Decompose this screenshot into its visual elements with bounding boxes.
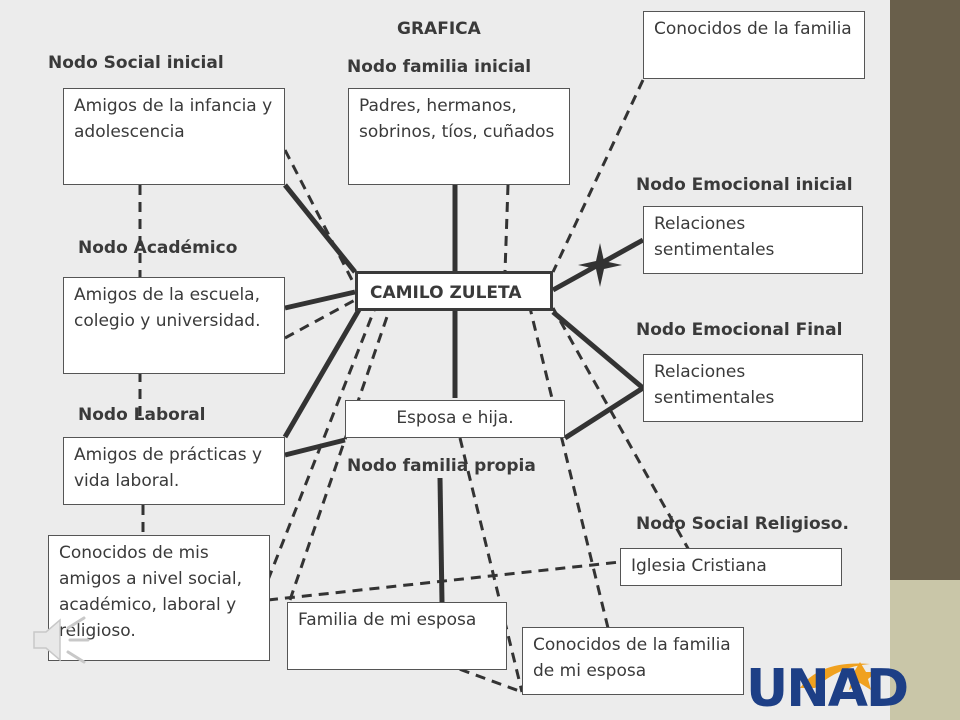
- decorative-sidebar-bottom: [890, 580, 960, 720]
- label-familia-inicial: Nodo familia inicial: [347, 57, 532, 77]
- decorative-sidebar: [890, 0, 960, 580]
- node-center: CAMILO ZULETA: [355, 271, 553, 311]
- unad-logo: UNAD: [740, 658, 955, 720]
- logo-text: UNAD: [746, 659, 909, 719]
- label-social-religioso: Nodo Social Religioso.: [636, 514, 849, 534]
- connector-social-inicial: [283, 183, 357, 274]
- connector-academico: [284, 289, 356, 311]
- connector-laboral-esposa: [284, 437, 346, 458]
- node-social-religioso: Iglesia Cristiana: [620, 548, 842, 586]
- connector-familia-esposa: [437, 477, 445, 603]
- break-star-icon: [578, 243, 622, 287]
- dashed-conocidos-amigos-2: [267, 560, 621, 602]
- node-emocional-final: Relaciones sentimentales: [643, 354, 863, 422]
- dashed-social-inicial: [283, 149, 354, 281]
- speaker-icon[interactable]: [30, 612, 94, 668]
- label-social-inicial: Nodo Social inicial: [48, 53, 224, 73]
- connector-esposa-emocional-final: [563, 385, 645, 441]
- dashed-conocidos-familia-esposa: [528, 307, 610, 629]
- node-familia-esposa: Familia de mi esposa: [287, 602, 507, 670]
- node-familia-inicial: Padres, hermanos, sobrinos, tíos, cuñado…: [348, 88, 570, 185]
- label-academico: Nodo Académico: [78, 238, 238, 258]
- dashed-religioso: [551, 307, 692, 553]
- label-emocional-final: Nodo Emocional Final: [636, 320, 843, 340]
- dashed-academico: [284, 298, 356, 340]
- node-familia-propia: Esposa e hija.: [345, 400, 565, 438]
- dashed-familia-esposa: [288, 307, 392, 601]
- node-academico: Amigos de la escuela, colegio y universi…: [63, 277, 285, 374]
- node-conocidos-familia: Conocidos de la familia: [643, 11, 865, 79]
- dashed-conocidos-amigos: [266, 307, 377, 581]
- logo-swoosh-icon: [800, 662, 877, 690]
- label-emocional-inicial: Nodo Emocional inicial: [636, 175, 853, 195]
- node-emocional-inicial: Relaciones sentimentales: [643, 206, 863, 274]
- connector-emocional-final-a: [551, 310, 645, 390]
- label-familia-propia: Nodo familia propia: [347, 456, 536, 476]
- diagram-title: GRAFICA: [397, 19, 481, 39]
- label-laboral: Nodo Laboral: [78, 405, 206, 425]
- dashed-esposa-conocidos: [458, 437, 524, 693]
- node-social-inicial: Amigos de la infancia y adolescencia: [63, 88, 285, 185]
- node-laboral: Amigos de prácticas y vida laboral.: [63, 437, 285, 505]
- dashed-conocidos-familia: [551, 79, 645, 273]
- connector-laboral: [282, 306, 363, 439]
- node-conocidos-familia-esposa: Conocidos de la familia de mi esposa: [522, 627, 744, 695]
- dashed-familia-inicial: [503, 184, 510, 273]
